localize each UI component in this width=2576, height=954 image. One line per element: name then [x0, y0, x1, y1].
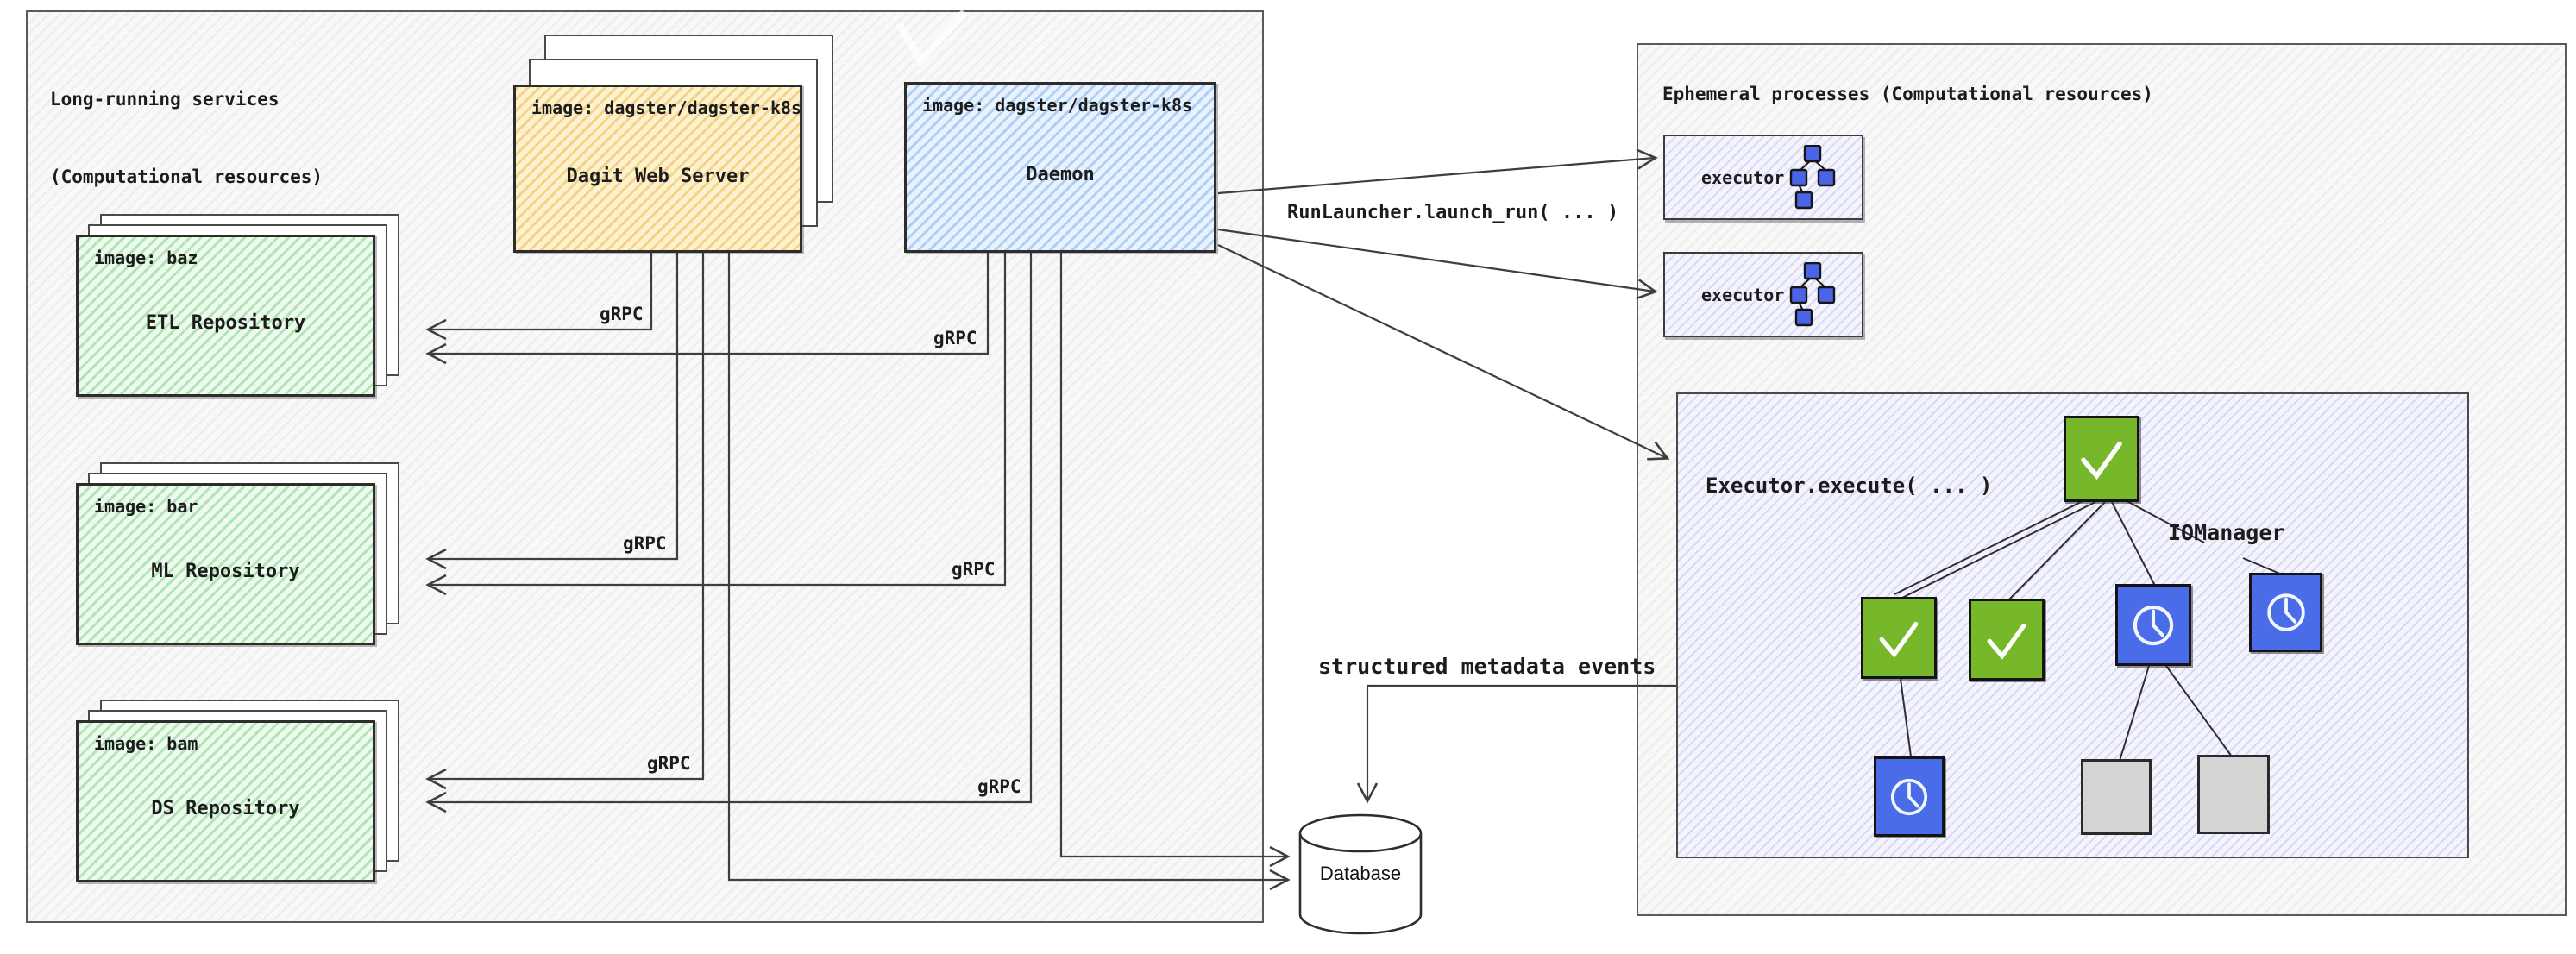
executor-box-1: executor	[1663, 135, 1863, 220]
sketch-watermark-check	[895, 9, 968, 67]
step-node-4-in-progress	[2249, 573, 2322, 652]
edge-root-iomanager	[2120, 497, 2205, 543]
wire-dagit-ml-grpc	[425, 253, 679, 570]
wire-daemon-executor2	[1217, 228, 1658, 300]
grpc-label-daemon-etl: gRPC	[933, 328, 977, 348]
edge-root-step2	[2007, 501, 2106, 601]
executor-1-label: executor	[1701, 166, 1785, 188]
etl-image-label: image: baz	[94, 248, 198, 268]
clock-icon	[2133, 605, 2174, 645]
ml-repository-box: image: bar ML Repository	[76, 483, 375, 645]
grpc-label-daemon-ds: gRPC	[977, 776, 1021, 797]
run-launcher-label: RunLauncher.launch_run( ... )	[1287, 202, 1619, 223]
grpc-label-dagit-etl: gRPC	[600, 304, 644, 324]
check-icon	[1987, 623, 2026, 660]
left-panel-title-line2: (Computational resources)	[50, 166, 324, 187]
ds-image-label: image: bam	[94, 733, 198, 754]
iomanager-label: IOManager	[2168, 520, 2285, 545]
edge-iomanager-step4	[2242, 557, 2283, 575]
edge-step3-step7	[2165, 665, 2233, 757]
step-node-6-not-started	[2081, 759, 2152, 835]
metadata-events-label: structured metadata events	[1318, 654, 1656, 679]
edge-step3-step6	[2119, 665, 2150, 762]
dag-icon	[1789, 144, 1836, 209]
step-node-2-success	[1969, 599, 2045, 681]
etl-repository-name: ETL Repository	[145, 312, 306, 334]
dagit-image-label: image: dagster/dagster-k8s	[531, 97, 802, 118]
right-panel-title: Ephemeral processes (Computational resou…	[1662, 84, 2153, 104]
step-node-3-in-progress	[2115, 584, 2191, 666]
grpc-label-dagit-ds: gRPC	[647, 753, 691, 774]
dagit-web-server-box: image: dagster/dagster-k8s Dagit Web Ser…	[513, 85, 802, 253]
left-panel-title: Long-running services (Computational res…	[50, 35, 323, 242]
step-node-root-success	[2064, 416, 2139, 502]
clock-icon	[1890, 778, 1928, 815]
wire-daemon-executor1	[1217, 148, 1658, 195]
left-panel-title-line1: Long-running services	[50, 89, 280, 110]
clock-icon	[2266, 593, 2305, 631]
edge-root-step1b	[1894, 497, 2090, 595]
ds-repository-box: image: bam DS Repository	[76, 720, 375, 882]
edge-step1-step5	[1900, 678, 1912, 757]
step-node-1-success	[1861, 597, 1937, 679]
wire-daemon-ds-grpc	[425, 253, 1033, 813]
edge-root-step1a	[1900, 501, 2096, 599]
dagit-name: Dagit Web Server	[566, 165, 750, 187]
ml-image-label: image: bar	[94, 496, 198, 517]
wire-daemon-etl-grpc	[425, 253, 990, 365]
wire-dagit-etl-grpc	[425, 253, 653, 341]
grpc-label-daemon-ml: gRPC	[952, 559, 996, 580]
wire-daemon-database	[1059, 253, 1291, 868]
check-icon	[2081, 441, 2122, 480]
executor-execute-box: Executor.execute( ... ) IOManager	[1676, 392, 2469, 858]
wire-daemon-executebox	[1217, 244, 1670, 461]
daemon-name: Daemon	[1026, 164, 1095, 185]
ds-repository-name: DS Repository	[151, 798, 300, 819]
grpc-label-dagit-ml: gRPC	[623, 533, 667, 554]
executor-box-2: executor	[1663, 252, 1863, 337]
wire-metadata-database	[1356, 684, 1677, 804]
wire-daemon-ml-grpc	[425, 253, 1007, 596]
ml-repository-name: ML Repository	[151, 561, 300, 582]
etl-repository-box: image: baz ETL Repository	[76, 235, 375, 397]
step-tree-edges	[1894, 497, 2283, 762]
edge-root-step3	[2111, 501, 2156, 587]
step-node-5-in-progress	[1874, 756, 1945, 837]
check-icon	[1879, 621, 1919, 658]
step-node-7-not-started	[2197, 755, 2270, 834]
database-label: Database	[1319, 863, 1402, 884]
database-cylinder	[1298, 813, 1423, 935]
wire-dagit-ds-grpc	[425, 253, 705, 790]
daemon-box: image: dagster/dagster-k8s Daemon	[904, 82, 1216, 253]
executor-execute-title: Executor.execute( ... )	[1706, 474, 1993, 498]
daemon-image-label: image: dagster/dagster-k8s	[922, 95, 1193, 116]
executor-2-label: executor	[1701, 284, 1785, 305]
wire-dagit-database	[727, 253, 1291, 891]
dag-icon	[1789, 261, 1836, 326]
